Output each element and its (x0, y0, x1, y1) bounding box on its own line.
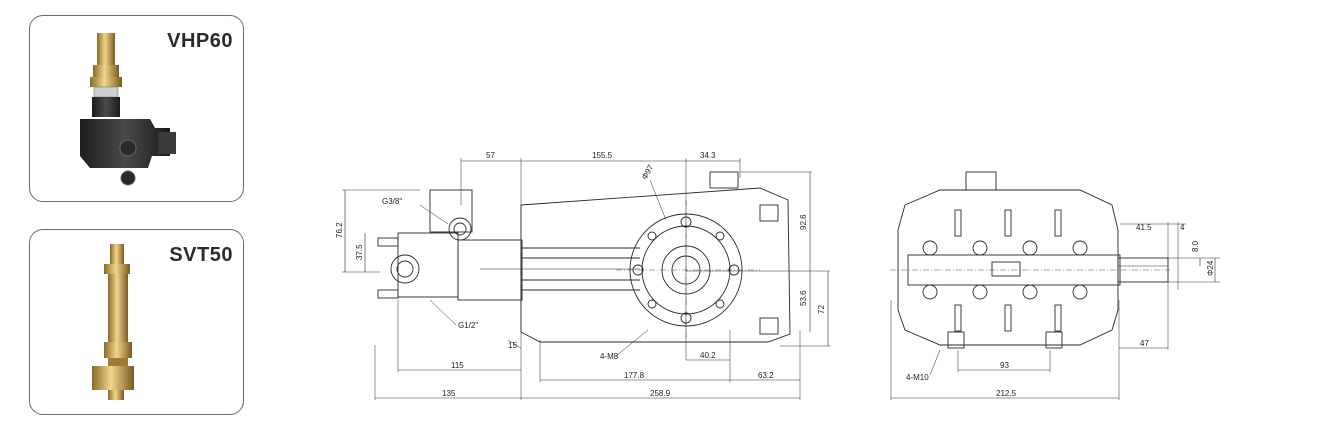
bolt-4-m10: 4-M10 (906, 373, 929, 382)
top-view (890, 171, 1220, 400)
dim-phi97: Φ97 (640, 163, 656, 181)
dim-40-2: 40.2 (700, 351, 716, 360)
dim-115: 115 (451, 361, 464, 370)
dim-177-8: 177.8 (624, 371, 645, 380)
dim-phi24: Φ24 (1206, 260, 1215, 276)
thread-g38: G3/8" (382, 197, 402, 206)
dim-135: 135 (442, 389, 456, 398)
dim-57: 57 (486, 151, 495, 160)
bolt-4-m8: 4-M8 (600, 352, 619, 361)
dim-53-6: 53.6 (799, 290, 808, 306)
side-view (342, 158, 830, 400)
dim-8-0: 8.0 (1191, 240, 1200, 252)
dim-93: 93 (1000, 361, 1009, 370)
dim-258-9: 258.9 (650, 389, 671, 398)
dim-4: 4 (1180, 223, 1185, 232)
dim-72: 72 (817, 305, 826, 314)
thread-g12: G1/2" (458, 321, 478, 330)
dim-37-5: 37.5 (355, 244, 364, 260)
safety-valve-icon (92, 244, 134, 400)
product-name: SVT50 (169, 244, 233, 266)
dim-47: 47 (1140, 339, 1149, 348)
dim-212-5: 212.5 (996, 389, 1017, 398)
dim-155-5: 155.5 (592, 151, 613, 160)
dim-34-3: 34.3 (700, 151, 716, 160)
dim-63-2: 63.2 (758, 371, 774, 380)
dim-76-2: 76.2 (335, 222, 344, 238)
unloader-valve-icon (80, 33, 176, 186)
product-card-vhp60: VHP60 (29, 15, 244, 202)
dim-41-5: 41.5 (1136, 223, 1152, 232)
product-card-svt50: SVT50 (29, 229, 244, 415)
dim-92-6: 92.6 (799, 214, 808, 230)
product-name: VHP60 (167, 30, 233, 52)
dim-15: 15 (508, 341, 517, 350)
